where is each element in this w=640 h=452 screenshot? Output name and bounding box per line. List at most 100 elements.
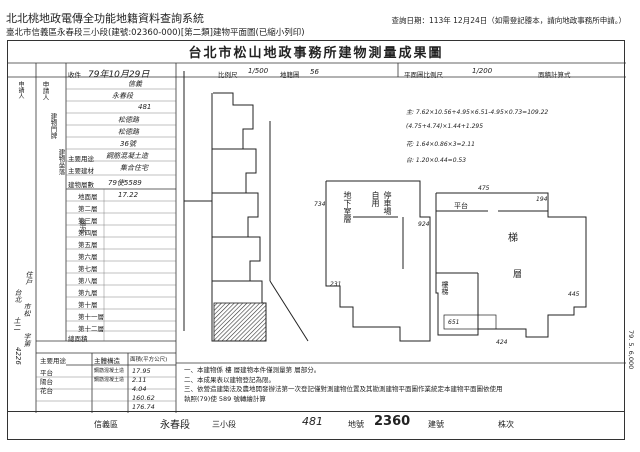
sheet-lines [8, 62, 626, 413]
footer-bar: 信義區 永春段 三小段 481 地號 2360 建號 株次 [7, 412, 625, 440]
dim-924: 924 [418, 221, 430, 228]
scale1-label: 比例尺 [218, 71, 238, 79]
notes-block: 一、本建物係 樓 層建物本件僅測量第 層部分。 二、本成果表以建物登記為限。 三… [184, 366, 503, 404]
margin-note-4: 土二 [13, 317, 21, 331]
sub-table-cell: 鋼筋混凝土造 [94, 377, 125, 383]
dim-445: 445 [568, 291, 580, 298]
query-date: 查詢日期：113年 12月24日（如需登記謄本，請向地政事務所申請。） [391, 16, 626, 25]
plan-basement-label: 地下室層 [343, 191, 352, 223]
note-3: 三、依營造建築法及農地開發辦法第一次登記僅對測建物位置及其勘測建物平面圖作業統定… [184, 385, 503, 393]
footer-building-label: 建號 [428, 420, 444, 429]
sub-table-cell: 160.62 [132, 394, 155, 402]
plan-stairs-label: 樓梯 [441, 281, 449, 295]
note-1: 一、本建物係 樓 層建物本件僅測量第 層部分。 [184, 366, 321, 374]
dim-475: 475 [478, 185, 490, 192]
area-row-label: 第十二層 [78, 325, 104, 333]
number-value: 36號 [120, 140, 136, 148]
sub-table-cell: 176.74 [132, 403, 155, 411]
footer-subsection: 三小段 [212, 420, 236, 429]
plan-stair-label: 梯 [508, 233, 518, 244]
label-total: 總面積 [68, 335, 88, 343]
survey-sheet: 台北市松山地政事務所建物測量成果圖 收件 79年10月29日 比例尺 1/500… [7, 40, 626, 413]
structure-value: 鋼筋混凝土造 [106, 152, 148, 160]
page-header: 北北桃地政電傳全功能地籍資料查詢系統 臺北市信義區永春段三小段(建號:02360… [0, 0, 640, 40]
dim-231: 231 [330, 281, 342, 288]
dim-651: 651 [448, 319, 460, 326]
margin-note-1: 住戶 [25, 271, 33, 285]
sub-table-cell: 17.95 [132, 367, 151, 375]
footer-building-no: 2360 [374, 414, 411, 429]
label-location: 建物坐落 [57, 149, 65, 175]
side-stamp: 79. 5. 6,000 [627, 330, 635, 370]
area-row-label: 第十層 [78, 301, 98, 309]
area-row-label: 第三層 [78, 217, 98, 225]
label-applicant: 申請人 [41, 81, 49, 101]
area-row-label: 第八層 [78, 277, 98, 285]
plan-terrace-label: 平台 [454, 202, 468, 210]
ground-floor-area: 17.22 [118, 191, 139, 199]
area-row-label: 第四層 [78, 229, 98, 237]
dim-194: 194 [536, 196, 548, 203]
calc-line-4: 台: 1.20×0.44=0.53 [406, 157, 467, 164]
dim-734: 734 [314, 201, 326, 208]
receipt-label: 收件 [68, 71, 81, 79]
parcel-value: 481 [138, 103, 152, 111]
calc-line-3: 花: 1.64×0.86×3=2.11 [406, 141, 475, 148]
system-title: 北北桃地政電傳全功能地籍資料查詢系統 [6, 12, 204, 25]
area-row-label: 第六層 [78, 253, 98, 261]
margin-note-3: 市松 [23, 303, 31, 317]
area-row-label: 第十一層 [78, 313, 104, 321]
area-row-label: 地面層 [78, 193, 98, 201]
scale2-label: 平面圖比例尺 [404, 71, 443, 79]
street-value: 松德路 [118, 116, 139, 124]
area-row-label: 第二層 [78, 205, 98, 213]
footer-district: 信義區 [94, 420, 118, 429]
footer-parcel: 481 [302, 415, 323, 428]
section-value: 永春段 [112, 92, 133, 100]
sub-table-cell: 鋼筋混凝土造 [94, 368, 125, 374]
margin-note-2: 台北 [14, 289, 22, 303]
sub-table-cell: 4.04 [132, 385, 147, 393]
document-subtitle: 臺北市信義區永春段三小段(建號:02360-000)[第二類]建物平面圖(已縮小… [6, 28, 305, 38]
note-4: 執照(79)使 589 號轉繪計算 [184, 394, 266, 403]
applicant-margin: 申請人 [17, 81, 24, 99]
label-material: 主要建材 [68, 167, 94, 175]
sub-head-usage: 主要用途 [40, 357, 66, 365]
sub-table-cell: 陽台 [40, 378, 53, 386]
area-row-label: 第九層 [78, 289, 98, 297]
plan-private-label: 自用 [371, 191, 380, 207]
margin-note-6: 4226 [14, 347, 22, 365]
sub-head-structure: 主體構造 [94, 357, 120, 365]
permit-value: 79使5589 [108, 179, 142, 187]
area-row-label: 第五層 [78, 241, 98, 249]
calc-line-1: 主: 7.62×10.56+4.95×6.51-4.95×0.73=109.22 [406, 109, 549, 116]
sub-table-cell: 平台 [40, 369, 53, 377]
footer-extra: 株次 [498, 420, 514, 429]
margin-note-5: 字第 [23, 333, 31, 347]
street-value-2: 松德路 [118, 128, 139, 136]
cadastral-label: 地籍圖 [280, 71, 300, 79]
scale2-value: 1/200 [472, 67, 493, 75]
plan-floor-label: 層 [513, 270, 523, 280]
area-row-label: 第七層 [78, 265, 98, 273]
receipt-date: 79年10月29日 [88, 70, 150, 80]
note-2: 二、本成果表以建物登記為限。 [184, 375, 275, 384]
dim-424: 424 [496, 339, 508, 346]
label-floors: 建物層數 [68, 181, 94, 189]
label-address: 建物門牌 [49, 113, 57, 139]
footer-section: 永春段 [160, 420, 190, 431]
label-usage: 主要用途 [68, 155, 94, 163]
applicant-value: 信義 [128, 80, 142, 88]
sub-table-cell: 2.11 [132, 376, 147, 384]
area-calc-label: 面積計算式 [538, 71, 571, 79]
cadastral-value: 56 [310, 68, 319, 76]
calc-line-2: (4.75+4.74)×1.44+1.295 [406, 123, 484, 130]
sub-head-area: 面積(平方公尺) [130, 357, 168, 363]
usage-value: 集合住宅 [120, 164, 148, 172]
footer-parcel-label: 地號 [348, 420, 364, 429]
sub-table-cell: 花台 [40, 387, 53, 395]
plan-parking-label: 停車場 [383, 191, 392, 215]
label-level: 層次 [79, 219, 87, 233]
scale1-value: 1/500 [248, 67, 269, 75]
sheet-title: 台北市松山地政事務所建物測量成果圖 [188, 46, 444, 61]
